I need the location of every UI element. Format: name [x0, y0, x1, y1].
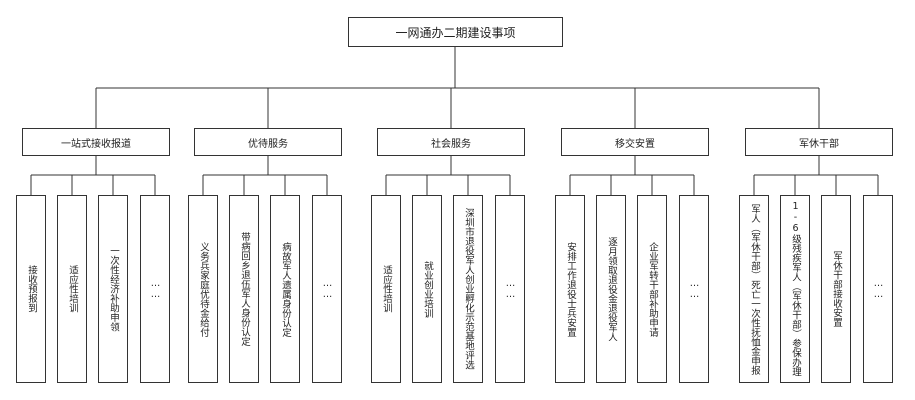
leaf-label: 1-6级残疾军人（军休干部）参保办理: [790, 201, 801, 377]
leaf-label: 逐月领取退役金退役军人: [606, 236, 617, 342]
leaf-node: 适应性培训: [371, 195, 401, 383]
category-node: 军休干部: [745, 128, 893, 156]
leaf-node: 义务兵家庭优待金给付: [188, 195, 218, 383]
category-label: 优待服务: [248, 138, 288, 150]
leaf-label: 带病回乡退伍军人身份认定: [239, 232, 250, 346]
category-label: 社会服务: [431, 138, 471, 150]
leaf-label: 适应性培训: [381, 265, 392, 313]
leaf-label: ……: [505, 278, 516, 300]
leaf-node: 接收预报到: [16, 195, 46, 383]
category-node: 一站式接收报道: [22, 128, 170, 156]
leaf-node: 1-6级残疾军人（军休干部）参保办理: [780, 195, 810, 383]
leaf-label: 军人（军休干部）死亡一次性抚恤金申报: [749, 203, 760, 375]
leaf-label: 就业创业培训: [422, 260, 433, 318]
leaf-label: 一次性经济补助申领: [108, 246, 119, 332]
leaf-node: ……: [495, 195, 525, 383]
leaf-node: 病故军人遗属身份认定: [270, 195, 300, 383]
leaf-label: 深圳市退役军人创业孵化示范基地评选: [463, 208, 474, 370]
category-node: 社会服务: [377, 128, 525, 156]
leaf-node: 安排工作退役士兵安置: [555, 195, 585, 383]
leaf-label: 义务兵家庭优待金给付: [198, 241, 209, 337]
leaf-node: 军休干部接收安置: [821, 195, 851, 383]
leaf-node: 逐月领取退役金退役军人: [596, 195, 626, 383]
leaf-label: 企业军转干部补助申请: [647, 241, 658, 337]
leaf-node: 就业创业培训: [412, 195, 442, 383]
leaf-node: ……: [312, 195, 342, 383]
leaf-label: 军休干部接收安置: [831, 251, 842, 327]
leaf-node: 带病回乡退伍军人身份认定: [229, 195, 259, 383]
leaf-node: 一次性经济补助申领: [98, 195, 128, 383]
leaf-node: ……: [679, 195, 709, 383]
category-node: 优待服务: [194, 128, 342, 156]
leaf-label: ……: [873, 278, 884, 300]
leaf-label: 接收预报到: [26, 265, 37, 313]
leaf-node: ……: [863, 195, 893, 383]
leaf-label: 病故军人遗属身份认定: [280, 241, 291, 337]
category-label: 军休干部: [799, 138, 839, 150]
leaf-label: ……: [689, 278, 700, 300]
category-label: 一站式接收报道: [61, 138, 131, 150]
leaf-node: 适应性培训: [57, 195, 87, 383]
leaf-node: 深圳市退役军人创业孵化示范基地评选: [453, 195, 483, 383]
category-label: 移交安置: [615, 138, 655, 150]
leaf-label: ……: [150, 278, 161, 300]
leaf-node: ……: [140, 195, 170, 383]
root-label: 一网通办二期建设事项: [395, 25, 516, 40]
leaf-node: 军人（军休干部）死亡一次性抚恤金申报: [739, 195, 769, 383]
leaf-label: 适应性培训: [67, 265, 78, 313]
root-node: 一网通办二期建设事项: [348, 17, 563, 47]
leaf-label: 安排工作退役士兵安置: [565, 241, 576, 337]
leaf-label: ……: [322, 278, 333, 300]
leaf-node: 企业军转干部补助申请: [637, 195, 667, 383]
category-node: 移交安置: [561, 128, 709, 156]
